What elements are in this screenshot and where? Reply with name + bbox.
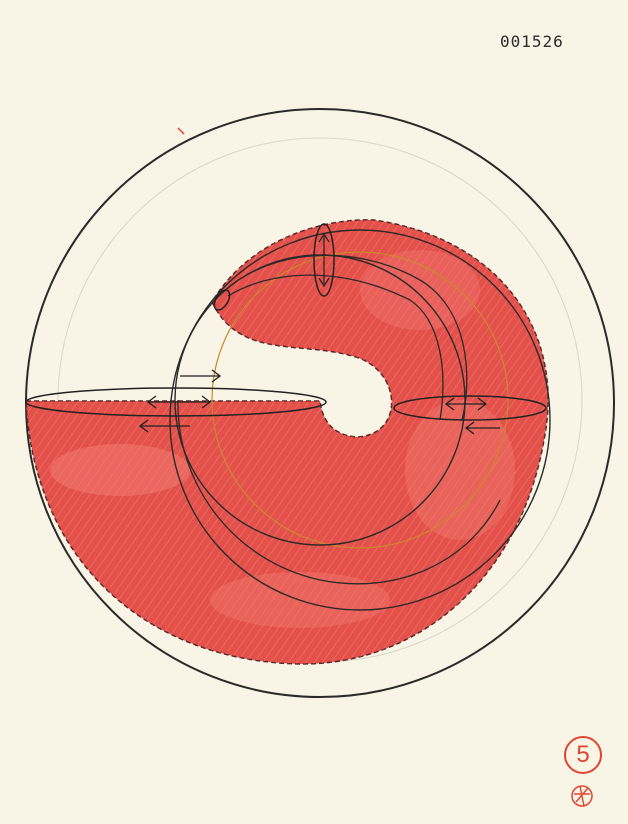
red-tick-mark <box>178 128 184 134</box>
page-number-circled: 5 <box>564 736 602 774</box>
marker-patch <box>405 400 515 540</box>
top-left-arrow <box>180 370 220 382</box>
marker-patch <box>50 444 190 496</box>
serial-number: 001526 <box>500 32 564 51</box>
red-scribble-mark <box>572 786 592 806</box>
